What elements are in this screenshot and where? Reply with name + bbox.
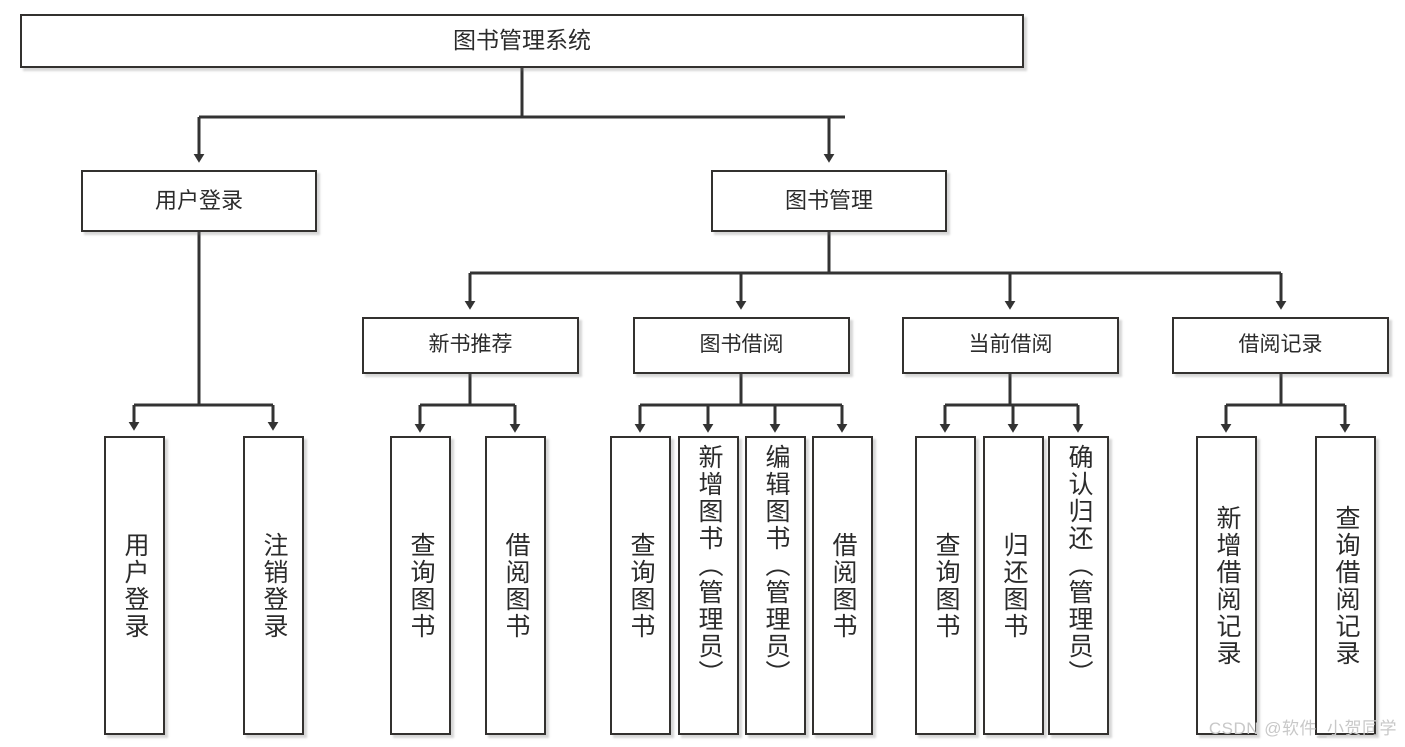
node-current-borrow[interactable]: 当前借阅 [902, 317, 1119, 374]
node-label: 新书推荐 [428, 333, 513, 357]
leaf-logout[interactable]: 注销登录 [243, 436, 304, 735]
leaf-query-book-newbooks[interactable]: 查询图书 [390, 436, 451, 735]
node-book-management-system[interactable]: 图书管理系统 [20, 14, 1024, 68]
leaf-return-book[interactable]: 归还图书 [983, 436, 1044, 735]
node-label: 查询借阅记录 [1332, 504, 1360, 667]
node-label: 用户登录 [154, 188, 243, 214]
leaf-query-borrow-record[interactable]: 查询借阅记录 [1315, 436, 1376, 735]
leaf-user-login[interactable]: 用户登录 [104, 436, 165, 735]
node-new-book-recommend[interactable]: 新书推荐 [362, 317, 579, 374]
leaf-add-borrow-record[interactable]: 新增借阅记录 [1196, 436, 1257, 735]
leaf-query-book-borrow[interactable]: 查询图书 [610, 436, 671, 735]
node-label: 图书管理 [784, 188, 873, 214]
node-user-login[interactable]: 用户登录 [81, 170, 317, 232]
node-label: 查询图书 [627, 531, 655, 640]
leaf-edit-book-admin[interactable]: 编辑图书（管理员） [745, 436, 806, 735]
node-label: 新增图书（管理员） [695, 444, 723, 687]
node-label: 当前借阅 [968, 333, 1053, 357]
leaf-borrow-book-newbooks[interactable]: 借阅图书 [485, 436, 546, 735]
node-label: 借阅图书 [829, 531, 857, 640]
node-borrow-records[interactable]: 借阅记录 [1172, 317, 1389, 374]
node-label: 借阅图书 [502, 531, 530, 640]
node-label: 归还图书 [1000, 531, 1028, 640]
node-label: 查询图书 [932, 531, 960, 640]
node-label: 编辑图书（管理员） [762, 444, 790, 687]
node-label: 借阅记录 [1238, 333, 1323, 357]
leaf-borrow-book[interactable]: 借阅图书 [812, 436, 873, 735]
leaf-add-book-admin[interactable]: 新增图书（管理员） [678, 436, 739, 735]
node-label: 用户登录 [121, 531, 149, 640]
node-label: 注销登录 [260, 531, 288, 640]
leaf-query-book-current[interactable]: 查询图书 [915, 436, 976, 735]
watermark: CSDN @软件_小贺同学 [1208, 719, 1397, 738]
node-label: 查询图书 [407, 531, 435, 640]
leaf-confirm-return-admin[interactable]: 确认归还（管理员） [1048, 436, 1109, 735]
node-label: 确认归还（管理员） [1065, 444, 1093, 687]
node-book-borrow[interactable]: 图书借阅 [633, 317, 850, 374]
node-label: 新增借阅记录 [1213, 504, 1241, 667]
node-label: 图书借阅 [699, 333, 784, 357]
node-book-management[interactable]: 图书管理 [711, 170, 947, 232]
node-label: 图书管理系统 [453, 27, 591, 54]
